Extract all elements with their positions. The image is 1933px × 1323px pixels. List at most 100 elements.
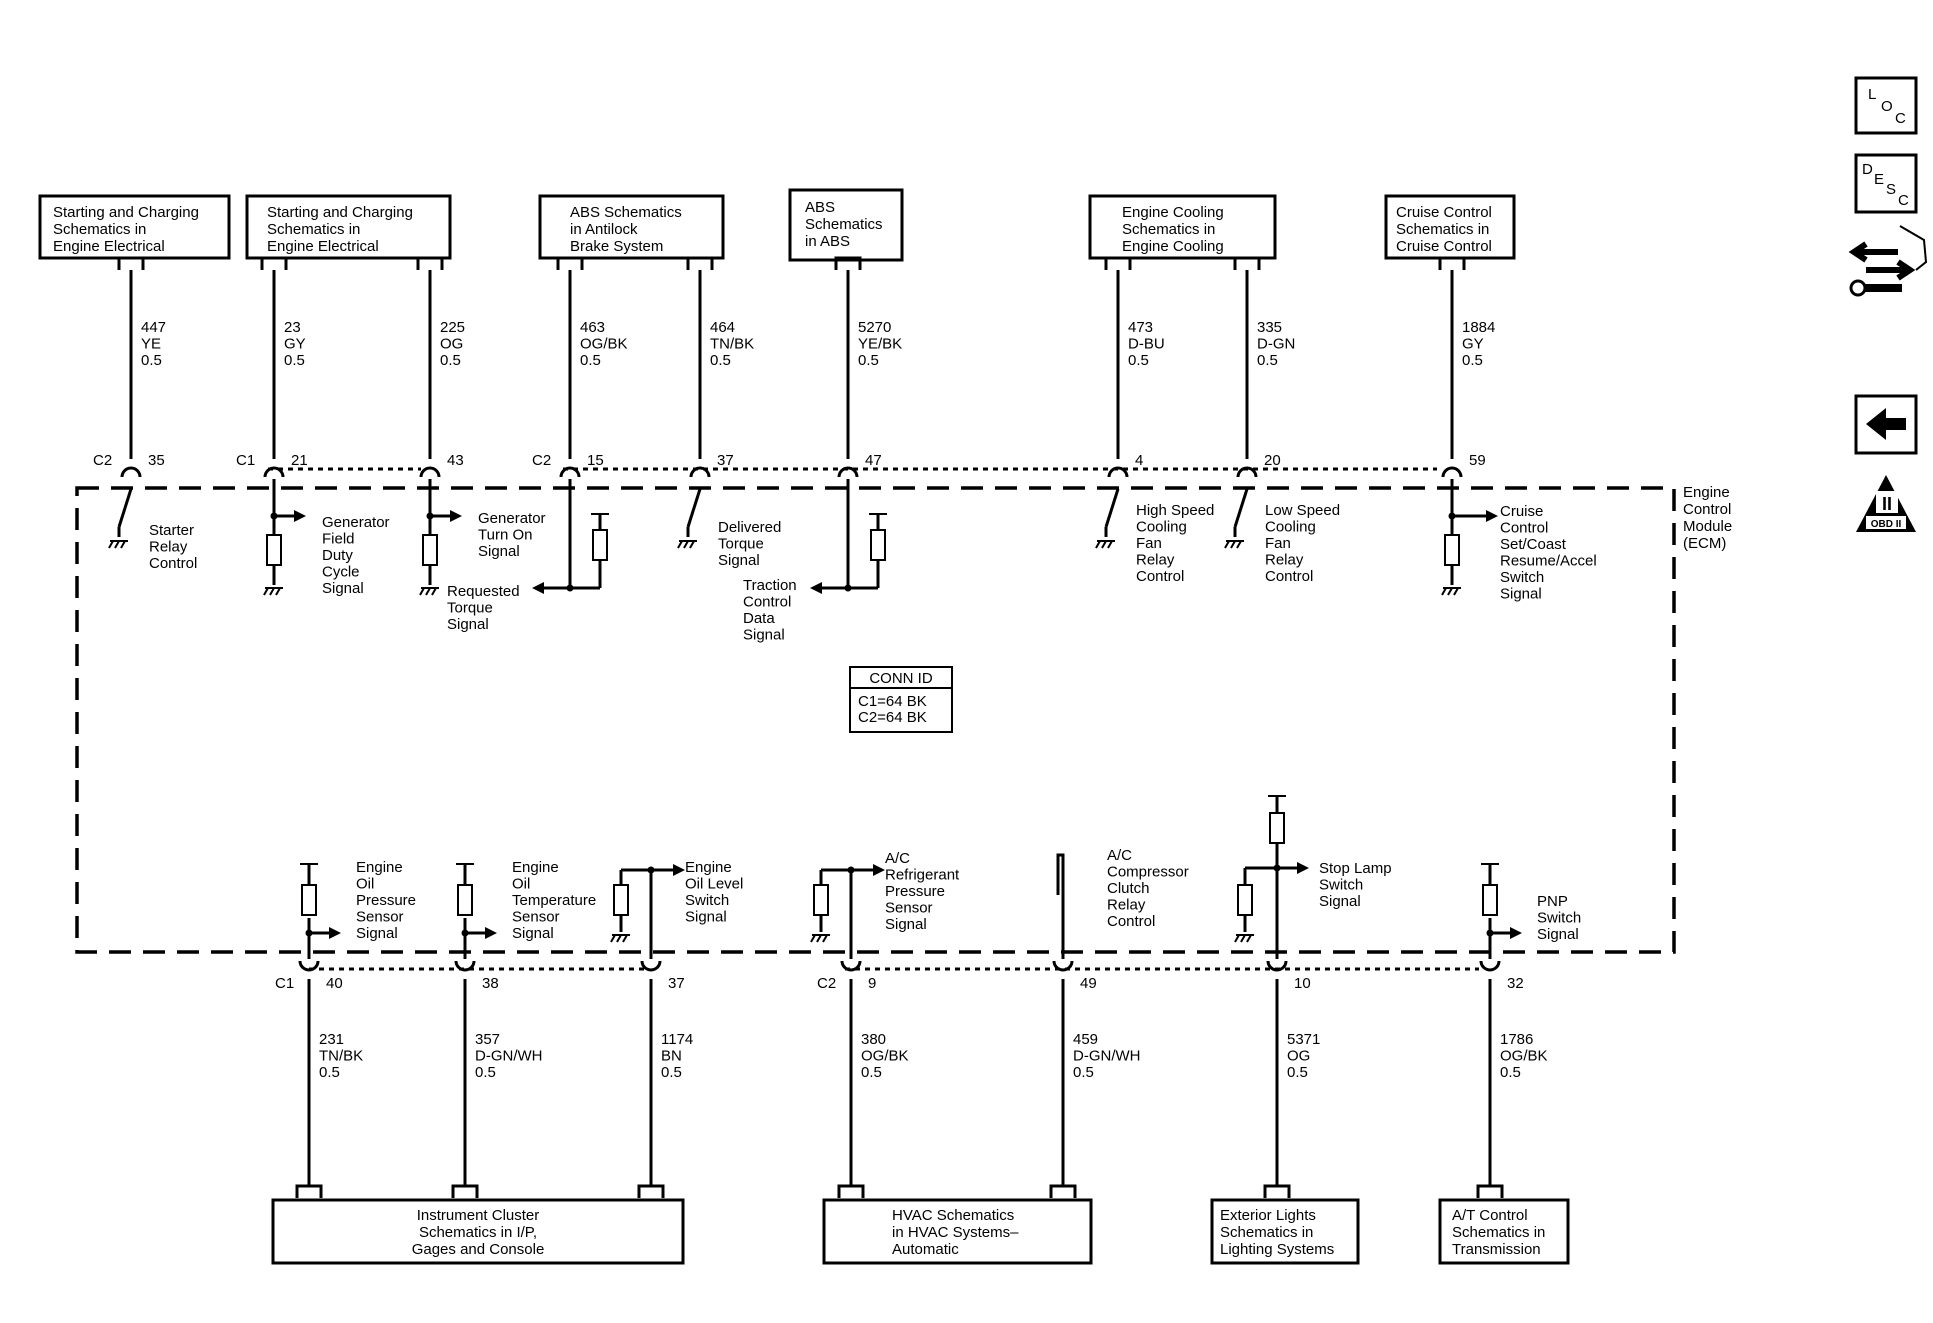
signal-label: Torque: [447, 600, 493, 617]
box-text: in ABS: [805, 233, 850, 250]
box-text: Schematics in: [1122, 221, 1215, 238]
arrow-head: [1297, 862, 1309, 874]
circuit-label: OG/BK: [1500, 1048, 1548, 1065]
back-button[interactable]: [1854, 394, 1918, 455]
module-label-line: Control: [1683, 501, 1731, 518]
signal-label: Fan: [1265, 535, 1291, 552]
bottom-reference-box[interactable]: A/T Control Schematics in Transmission: [1438, 1198, 1570, 1265]
bottom-reference-box[interactable]: HVAC Schematics in HVAC Systems– Automat…: [822, 1198, 1093, 1265]
circuit-label: 464: [710, 319, 735, 336]
connector-id: C2: [93, 452, 112, 469]
pin-number: 40: [326, 975, 343, 992]
diagnostic-tools-icon[interactable]: [1848, 225, 1928, 297]
bottom-reference-box[interactable]: Exterior Lights Schematics in Lighting S…: [1210, 1198, 1360, 1265]
signal-label: Signal: [447, 616, 489, 633]
arrow-head: [485, 927, 497, 939]
signal-label: Engine: [512, 859, 559, 876]
box-text: Exterior Lights: [1220, 1207, 1316, 1224]
ground-symbol: [1095, 540, 1115, 549]
bottom-circuit-38[interactable]: 357D-GN/WH0.538EngineOilTemperatureSenso…: [451, 859, 596, 1198]
signal-label: A/C: [885, 850, 910, 867]
resistor-symbol: [457, 884, 473, 916]
top-reference-box[interactable]: ABS Schematics in ABS: [788, 188, 904, 262]
wire-terminal: [837, 1184, 865, 1198]
box-text: Cruise Control: [1396, 238, 1492, 255]
box-text: Engine Electrical: [267, 238, 379, 255]
pin-number: 47: [865, 452, 882, 469]
top-reference-box[interactable]: Engine Cooling Schematics in Engine Cool…: [1088, 194, 1277, 260]
bottom-circuit-49[interactable]: 459D-GN/WH0.549A/CCompressorClutchRelayC…: [1049, 847, 1189, 1198]
bottom-circuit-40[interactable]: 231TN/BK0.540C1EngineOilPressureSensorSi…: [275, 859, 416, 1198]
pin-number: 37: [717, 452, 734, 469]
ecm-module-outline: [75, 486, 1676, 954]
signal-label: Signal: [885, 916, 927, 933]
top-reference-box[interactable]: ABS Schematics in Antilock Brake System: [538, 194, 725, 260]
circuit-label: 1884: [1462, 319, 1495, 336]
top-circuit-59[interactable]: 1884GY0.559CruiseControlSet/CoastResume/…: [1438, 256, 1597, 603]
connector-pin-arc: [263, 466, 285, 478]
signal-label: Signal: [356, 925, 398, 942]
signal-label: Stop Lamp: [1319, 860, 1392, 877]
switch-contact: [1233, 488, 1249, 528]
circuit-label: OG/BK: [580, 336, 628, 353]
top-reference-box[interactable]: Cruise Control Schematics in Cruise Cont…: [1384, 194, 1516, 260]
obd-ii-icon[interactable]: II OBD II: [1856, 475, 1916, 532]
box-text: Engine Cooling: [1122, 238, 1224, 255]
signal-label: Switch: [685, 892, 729, 909]
circuit-label: 0.5: [1462, 352, 1483, 369]
switch-contact: [1104, 488, 1120, 528]
signal-label: Data: [743, 610, 775, 627]
resistor-symbol: [266, 534, 282, 566]
box-text: Instrument Cluster: [417, 1207, 540, 1224]
box-text: ABS Schematics: [570, 204, 682, 221]
connector-pin-arc: [1479, 960, 1501, 972]
circuit-label: 1174: [661, 1031, 693, 1048]
connector-pin-arc: [298, 960, 320, 972]
desc-letter: C: [1898, 192, 1909, 209]
connector-pin-arc: [1236, 466, 1258, 478]
circuit-label: YE/BK: [858, 336, 902, 353]
signal-label: Control: [1265, 568, 1313, 585]
pin-number: 37: [668, 975, 685, 992]
desc-letter: E: [1874, 171, 1884, 188]
ground-symbol: [263, 587, 283, 596]
module-label-line: Engine: [1683, 484, 1730, 501]
signal-label: Relay: [1136, 552, 1175, 569]
bottom-reference-box[interactable]: Instrument Cluster Schematics in I/P, Ga…: [271, 1198, 685, 1265]
circuit-label: 0.5: [319, 1064, 340, 1081]
connector-pin-arc: [640, 960, 662, 972]
connector-id: C1: [236, 452, 255, 469]
ground-symbol: [419, 587, 439, 596]
connector-pin-arc: [837, 466, 859, 478]
top-reference-box[interactable]: Starting and Charging Schematics in Engi…: [245, 194, 452, 260]
pin-number: 20: [1264, 452, 1281, 469]
top-reference-box[interactable]: Starting and Charging Schematics in Engi…: [38, 194, 231, 260]
signal-label: Traction: [743, 577, 797, 594]
loc-letter: L: [1868, 86, 1876, 103]
pin-number: 49: [1080, 975, 1097, 992]
resistor-symbol: [422, 534, 438, 566]
loc-button[interactable]: L O C: [1854, 76, 1918, 135]
circuit-label: 0.5: [580, 352, 601, 369]
connector-pin-arc: [1052, 960, 1074, 972]
circuit-label: 5371: [1287, 1031, 1320, 1048]
desc-button[interactable]: D E S C: [1854, 153, 1918, 214]
connector-pin-arc: [454, 960, 476, 972]
signal-label: Delivered: [718, 519, 781, 536]
signal-label: Field: [322, 531, 355, 548]
box-text: HVAC Schematics: [892, 1207, 1014, 1224]
relay-driver: [1056, 853, 1065, 930]
bottom-circuit-9[interactable]: 380OG/BK0.59C2A/CRefrigerantPressureSens…: [810, 850, 960, 1198]
